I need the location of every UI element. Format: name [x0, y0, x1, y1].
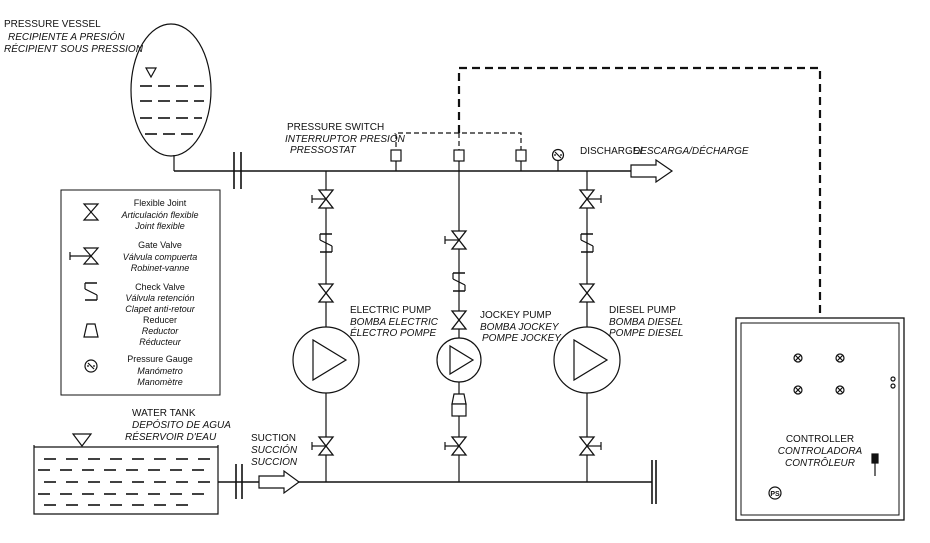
pressure-vessel — [130, 23, 212, 171]
diesel-pump-label-fr: POMPE DIESEL — [609, 328, 683, 339]
diesel-pump-label-en: DIESEL PUMP — [609, 305, 676, 316]
reducer-icon — [83, 323, 99, 338]
flexible-joint-icon — [579, 283, 595, 303]
tank-label-en: WATER TANK — [132, 408, 196, 419]
controller-label-es: CONTROLADORA — [778, 446, 863, 457]
gate-valve-icon — [579, 189, 602, 209]
door-handle-icon — [871, 453, 879, 476]
hinge-icon — [890, 383, 896, 389]
legend-label-en: Check Valve — [135, 282, 185, 292]
discharge-label-en: DISCHARGE/ — [580, 146, 642, 157]
jockey-pump-label-es: BOMBA JOCKEY — [480, 322, 560, 333]
electric-pump-label-fr: ÉLECTRO POMPE — [350, 326, 436, 339]
flexible-joint-icon — [451, 310, 467, 330]
jockey-pump-label-fr: POMPE JOCKEY — [482, 333, 562, 344]
gate-valve-icon — [444, 230, 467, 250]
discharge-arrow-icon — [630, 158, 674, 184]
discharge-header — [174, 152, 674, 189]
switch-label-es: INTERRUPTOR PRESIÓN — [285, 132, 406, 145]
legend-label-fr: Robinet-vanne — [131, 263, 190, 273]
tank-label-es: DEPÓSITO DE AGUA — [132, 418, 231, 431]
legend-label-en: Flexible Joint — [134, 198, 187, 208]
electric-pump-icon — [292, 326, 360, 394]
vessel-label-es: RECIPIENTE A PRESIÓN — [8, 30, 125, 43]
suction-label-es: SUCCIÓN — [251, 443, 298, 456]
diesel-pump-icon — [553, 326, 621, 394]
suction-header — [218, 460, 657, 504]
switch-label-fr: PRESSOSTAT — [290, 145, 357, 156]
reducer-icon — [451, 393, 467, 405]
gate-valve-icon — [311, 189, 334, 209]
suction-label-en: SUCTION — [251, 433, 296, 444]
control-signal-line — [457, 66, 822, 318]
switch-label-en: PRESSURE SWITCH — [287, 122, 384, 133]
hinge-icon — [890, 376, 896, 382]
jockey-pump-icon — [436, 337, 482, 383]
diesel-pump-label-es: BOMBA DIESEL — [609, 317, 683, 328]
jockey-pump-branch — [436, 171, 482, 482]
indicator-lamp-icon — [835, 353, 845, 363]
gate-valve-icon — [69, 247, 100, 265]
pressure-gauge-icon — [551, 148, 565, 171]
controller-label-fr: CONTRÔLEUR — [785, 456, 855, 469]
jockey-pump-label-en: JOCKEY PUMP — [480, 310, 552, 321]
vessel-label-en: PRESSURE VESSEL — [4, 19, 101, 30]
legend-label-es: Manómetro — [137, 366, 183, 376]
legend-label-es: Válvula retención — [125, 293, 194, 303]
legend-label-en: Gate Valve — [138, 240, 182, 250]
gate-valve-icon — [444, 436, 467, 456]
electric-pump-label-es: BOMBA ELECTRIC — [350, 317, 439, 328]
indicator-lamp-icon — [793, 353, 803, 363]
legend-label-fr: Clapet anti-retour — [125, 304, 196, 314]
controller-label-en: CONTROLLER — [786, 434, 854, 445]
indicator-lamp-icon — [793, 385, 803, 395]
indicator-lamp-icon — [835, 385, 845, 395]
legend-label-es: Articulación flexible — [120, 210, 198, 220]
water-level-icon — [71, 433, 93, 447]
flexible-joint-icon — [318, 283, 334, 303]
pressure-switches — [390, 132, 527, 171]
water-level-icon — [144, 67, 158, 79]
electric-pump-label-en: ELECTRIC PUMP — [350, 305, 431, 316]
check-valve-icon — [84, 282, 98, 301]
controller-cabinet: PS — [735, 317, 905, 521]
legend-label-fr: Joint flexible — [134, 221, 185, 231]
pressure-gauge-icon — [84, 359, 98, 373]
gate-valve-icon — [311, 436, 334, 456]
legend-label-es: Válvula compuerta — [123, 252, 198, 262]
legend-label-fr: Manomètre — [137, 377, 183, 387]
ps-badge: PS — [770, 491, 780, 498]
flexible-joint-icon — [82, 203, 100, 221]
discharge-label-rest: DESCARGA/DÉCHARGE — [633, 144, 749, 157]
vessel-label-fr: RÉCIPIENT SOUS PRESSION — [4, 42, 144, 55]
legend: Flexible Joint Articulación flexible Joi… — [60, 189, 221, 396]
gate-valve-icon — [579, 436, 602, 456]
electric-pump-branch — [292, 171, 360, 482]
legend-label-es: Reductor — [142, 326, 180, 336]
water-tank — [33, 433, 219, 515]
legend-label-fr: Réducteur — [139, 337, 182, 347]
suction-arrow-icon — [258, 469, 301, 495]
diesel-pump-branch — [553, 171, 621, 482]
suction-label-fr: SUCCION — [251, 457, 298, 468]
legend-label-en: Pressure Gauge — [127, 354, 193, 364]
tank-label-fr: RÉSERVOIR D'EAU — [125, 430, 217, 443]
ps-badge-icon — [768, 486, 782, 500]
legend-label-en: Reducer — [143, 315, 177, 325]
